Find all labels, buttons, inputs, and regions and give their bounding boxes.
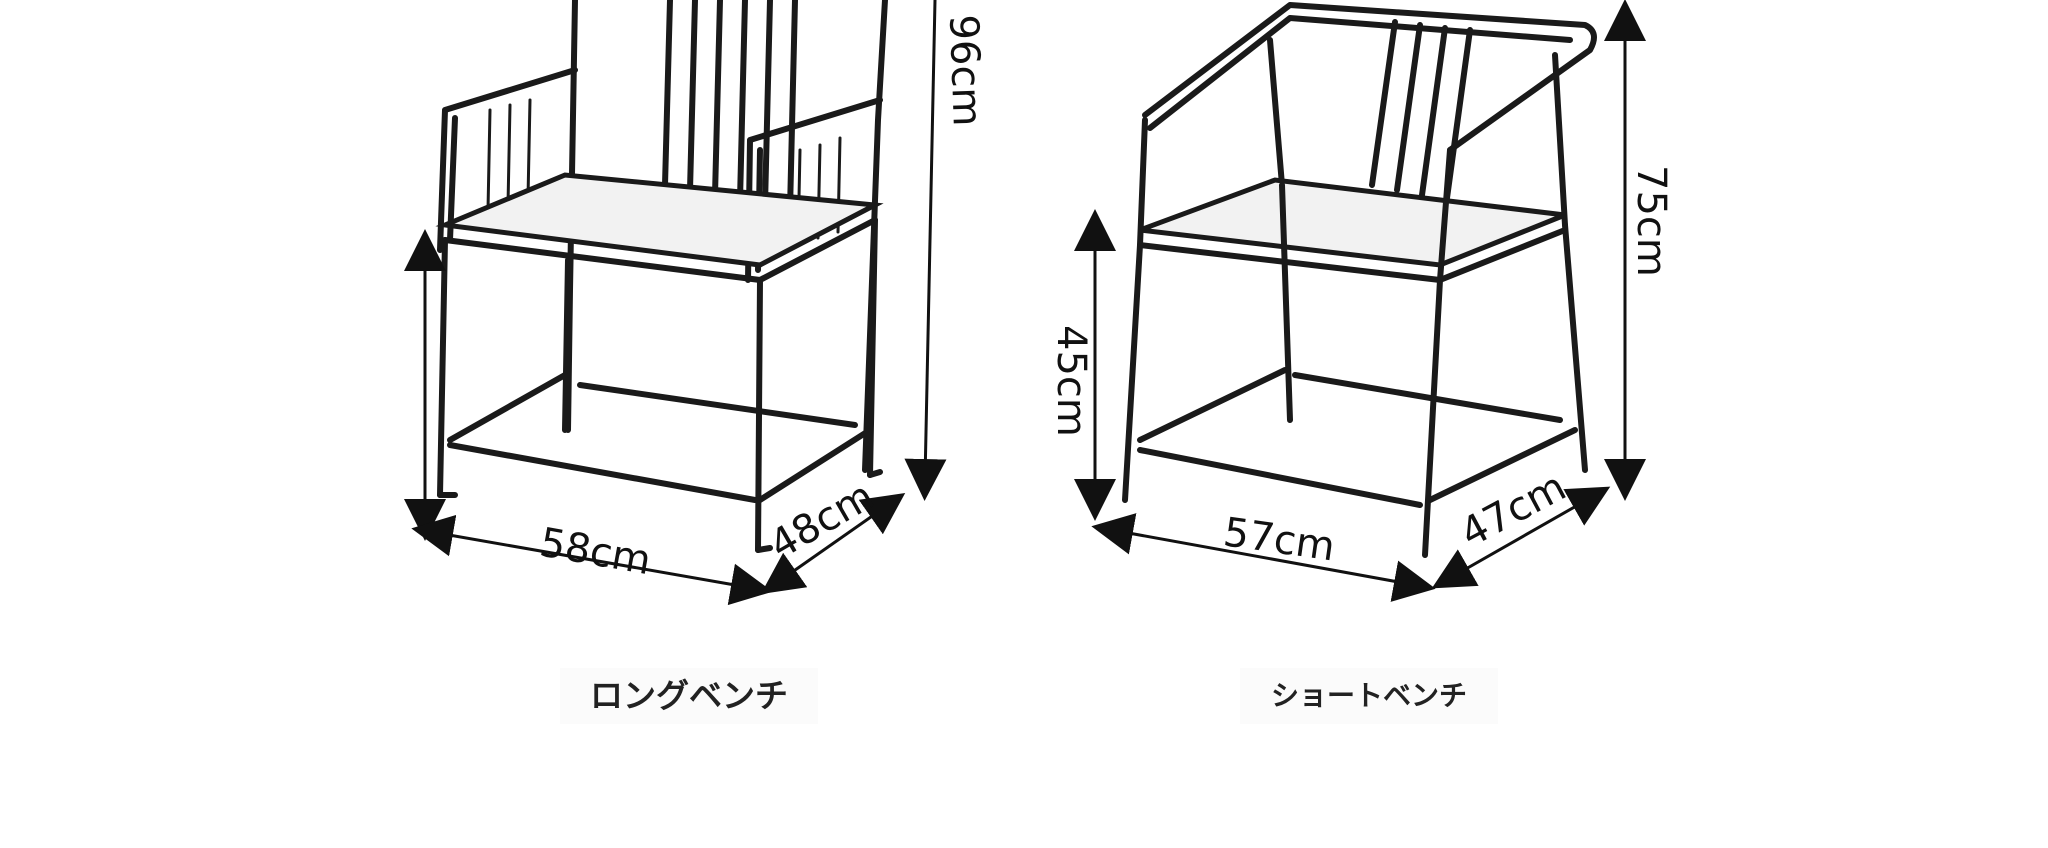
short-width-arrow — [1091, 513, 1436, 602]
short-bench-caption: ショートベンチ — [1240, 668, 1498, 724]
long-width-label: 58cm — [536, 520, 654, 585]
short-bench-drawing — [1122, 2, 1597, 558]
long-total-height-arrow — [904, 0, 947, 501]
short-depth-arrow — [1431, 486, 1611, 589]
long-height-label: 96cm — [940, 14, 990, 127]
short-width-label: 57cm — [1221, 509, 1338, 570]
short-seat-height-label: 45cm — [1048, 325, 1094, 437]
short-height-label: 75cm — [1628, 165, 1674, 277]
long-width-arrow — [411, 514, 773, 606]
long-depth-arrow — [760, 492, 906, 595]
long-bench-caption: ロングベンチ — [560, 668, 818, 724]
short-bench-dimensions: 75cm 45cm 57cm 47cm — [1048, 0, 1674, 602]
long-bench-drawing — [435, 0, 888, 553]
